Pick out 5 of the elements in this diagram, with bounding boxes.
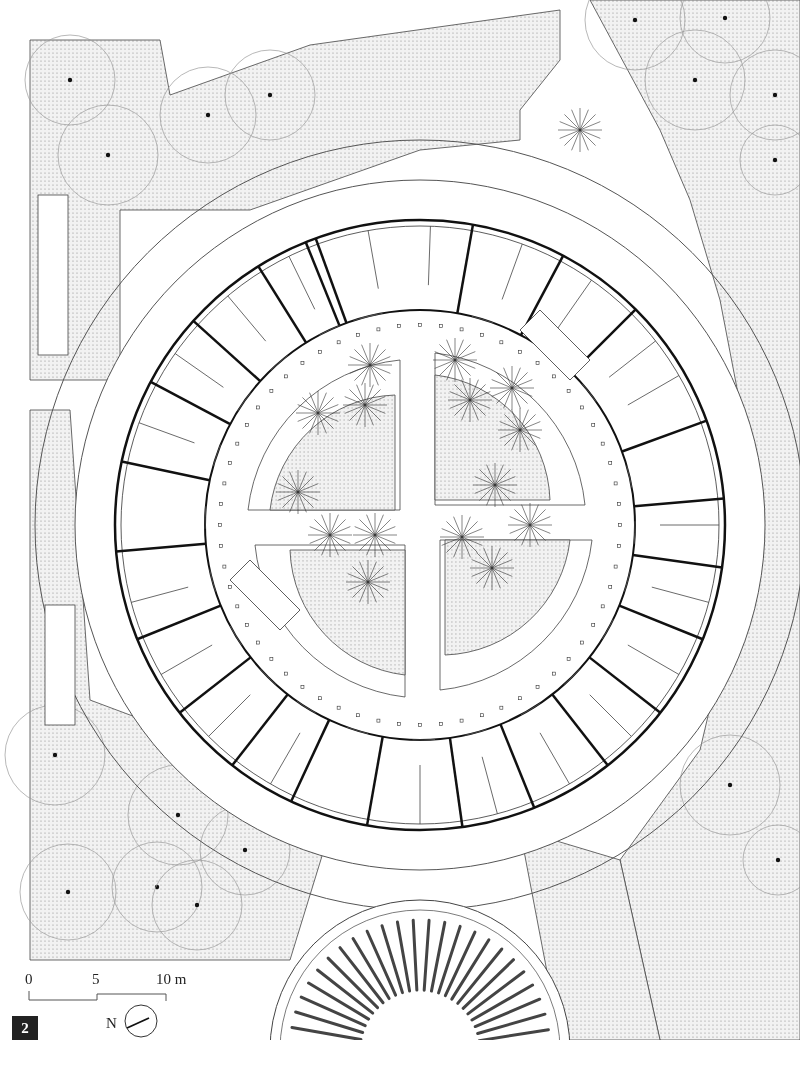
north-label: N [106, 1016, 117, 1031]
scale-label: 5 [92, 972, 100, 987]
scale-label: 0 [25, 972, 33, 987]
scale-label: 10 m [156, 972, 187, 987]
figure-number: 2 [12, 1016, 38, 1040]
